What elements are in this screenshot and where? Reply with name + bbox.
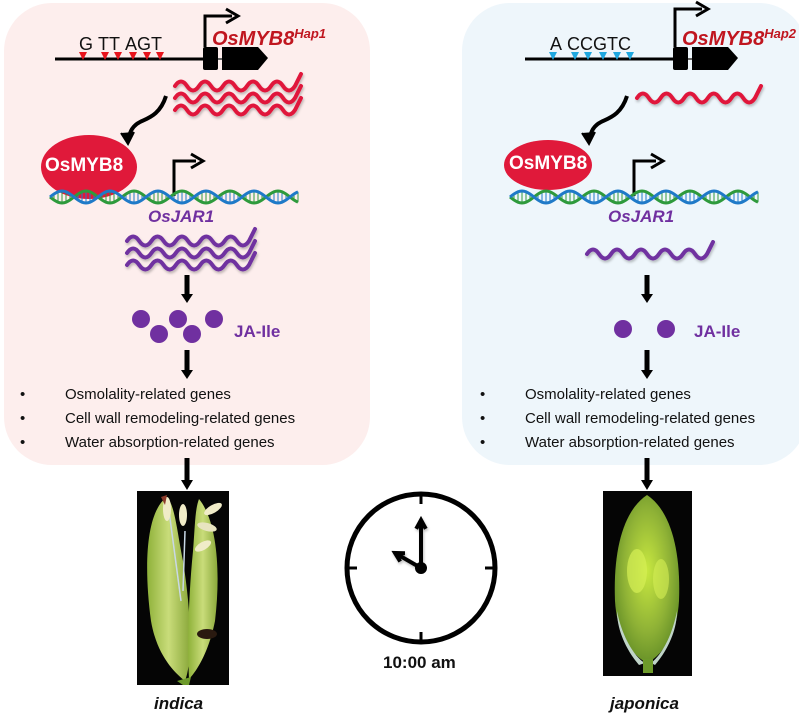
protein-label: OsMYB8 bbox=[509, 153, 588, 174]
downstream-gene-list: •Osmolality-related genes •Cell wall rem… bbox=[20, 383, 295, 455]
ja-ile-dot bbox=[150, 325, 168, 343]
mrna-strand bbox=[125, 227, 257, 248]
metabolite-label: JA-Ile bbox=[234, 322, 281, 341]
mrna-strand bbox=[125, 239, 257, 260]
downstream-gene-list: •Osmolality-related genes •Cell wall rem… bbox=[480, 383, 755, 455]
time-label: 10:00 am bbox=[383, 653, 456, 672]
flow-arrows bbox=[181, 275, 653, 490]
target-gene-label: OsJAR1 bbox=[148, 207, 215, 226]
ja-ile-dot bbox=[169, 310, 187, 328]
japonica-promoter bbox=[525, 0, 738, 70]
ja-ile-dot bbox=[132, 310, 150, 328]
snp-marker-icon bbox=[613, 52, 621, 60]
ja-ile-dot bbox=[205, 310, 223, 328]
target-tss-arrow-icon bbox=[172, 159, 196, 196]
mrna-strand bbox=[173, 96, 303, 117]
transcription-start-arrow-icon bbox=[225, 7, 241, 25]
snp-markers bbox=[549, 52, 634, 60]
indica-promoter bbox=[55, 7, 268, 70]
mrna-strand bbox=[173, 84, 303, 105]
ja-ile-dot bbox=[183, 325, 201, 343]
target-tss-arrow-icon bbox=[632, 159, 656, 196]
osjar1-mrna-transcripts bbox=[585, 240, 715, 261]
gene-label: OsMYB8Hap2 bbox=[682, 26, 797, 50]
osmyb8-mrna-transcripts bbox=[173, 72, 303, 117]
list-item: •Cell wall remodeling-related genes bbox=[480, 410, 756, 427]
osmyb8-protein bbox=[504, 140, 592, 190]
snp-marker-icon bbox=[584, 52, 592, 60]
minute-hand-tip bbox=[414, 515, 428, 530]
mrna-strand bbox=[173, 72, 303, 93]
dna-strand bbox=[509, 189, 759, 205]
snp-marker-icon bbox=[156, 52, 164, 60]
exon-1 bbox=[673, 47, 688, 70]
snp-sequence: A CCGTC bbox=[550, 34, 632, 54]
mrna-strand bbox=[125, 251, 257, 272]
snp-marker-icon bbox=[626, 52, 634, 60]
dna-strand bbox=[49, 189, 299, 205]
gene-body-arrow bbox=[222, 47, 268, 70]
snp-sequence: G TT AGT bbox=[79, 34, 163, 54]
indica-label: indica bbox=[154, 694, 204, 713]
transcription-start-arrow-icon bbox=[695, 0, 711, 18]
osmyb8-mrna-transcripts bbox=[635, 84, 763, 105]
snp-marker-icon bbox=[599, 52, 607, 60]
gene-label: OsMYB8Hap1 bbox=[212, 26, 327, 50]
list-item: •Osmolality-related genes bbox=[480, 386, 691, 403]
indica-spikelet-photo bbox=[137, 491, 229, 685]
list-item: •Water absorption-related genes bbox=[20, 434, 275, 451]
dna-strand bbox=[49, 189, 299, 205]
mrna-strand bbox=[635, 84, 763, 105]
snp-marker-icon bbox=[101, 52, 109, 60]
snp-marker-icon bbox=[129, 52, 137, 60]
gene-body-arrow bbox=[692, 47, 738, 70]
osjar1-mrna-transcripts bbox=[125, 227, 257, 272]
osmyb8-protein bbox=[41, 135, 137, 199]
mrna-strand bbox=[585, 240, 715, 261]
snp-marker-icon bbox=[549, 52, 557, 60]
protein-label: OsMYB8 bbox=[45, 155, 124, 176]
ja-ile-dot bbox=[657, 320, 675, 338]
dna-strand bbox=[509, 189, 759, 205]
target-gene-label: OsJAR1 bbox=[608, 207, 675, 226]
hour-hand-tip bbox=[391, 550, 406, 563]
list-item: •Water absorption-related genes bbox=[480, 434, 735, 451]
snp-marker-icon bbox=[571, 52, 579, 60]
dna-helix bbox=[49, 189, 299, 205]
exon-1 bbox=[203, 47, 218, 70]
japonica-label: japonica bbox=[610, 694, 679, 713]
japonica-panel bbox=[462, 3, 799, 465]
snp-marker-icon bbox=[79, 52, 87, 60]
metabolite-label: JA-Ile bbox=[694, 322, 741, 341]
ja-ile-dot bbox=[614, 320, 632, 338]
indica-panel bbox=[4, 3, 370, 465]
clock-icon bbox=[344, 491, 498, 645]
dna-helix bbox=[509, 189, 759, 205]
ja-ile-molecules bbox=[132, 310, 223, 343]
ja-ile-molecules bbox=[614, 320, 675, 338]
japonica-spikelet-photo bbox=[603, 491, 692, 676]
list-item: •Osmolality-related genes bbox=[20, 386, 231, 403]
snp-marker-icon bbox=[143, 52, 151, 60]
snp-marker-icon bbox=[114, 52, 122, 60]
list-item: •Cell wall remodeling-related genes bbox=[20, 410, 296, 427]
snp-markers bbox=[79, 52, 164, 60]
